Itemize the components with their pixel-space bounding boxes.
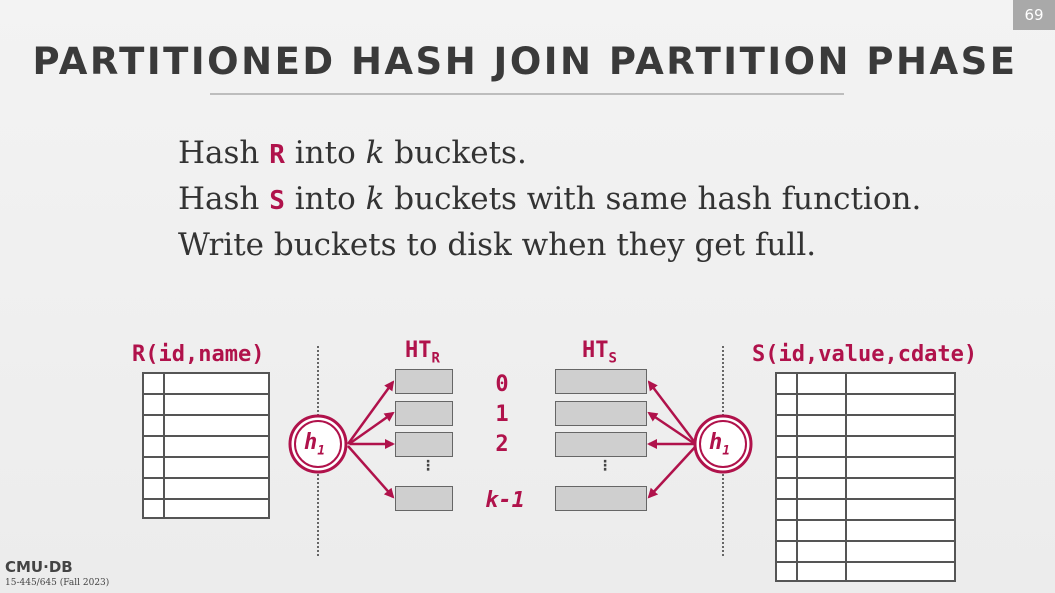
ht-r-bucket-0 <box>395 369 453 394</box>
bucket-index-0: 0 <box>495 372 509 397</box>
table-row <box>777 542 954 563</box>
arrow-r-1 <box>348 411 395 446</box>
k-variable: k <box>365 135 385 171</box>
bullet-hash-s: Hash S into k buckets with same hash fun… <box>178 179 921 225</box>
arrow-r-k-1 <box>347 445 395 499</box>
ht-s-label: HTS <box>582 338 617 366</box>
ht-s-bucket-k-1 <box>555 486 647 511</box>
hash-label-s: h1 <box>709 430 730 458</box>
bucket-index-2: 2 <box>495 432 509 457</box>
bullet-text: into <box>284 135 366 171</box>
table-row <box>144 374 268 395</box>
bullet-text: buckets. <box>384 135 527 171</box>
ht-s-subscript: S <box>608 350 617 367</box>
arrow-r-0 <box>346 380 395 445</box>
s-table <box>775 372 956 582</box>
ht-r-bucket-k-1 <box>395 486 453 511</box>
bucket-index-k-1: k-1 <box>485 488 525 513</box>
arrow-s-k-1 <box>647 445 697 499</box>
slide-title: PARTITIONED HASH JOIN PARTITION PHASE <box>32 40 1018 83</box>
ht-r-label: HTR <box>405 338 440 366</box>
relation-r: R <box>269 140 285 170</box>
s-table-column-divider <box>796 374 798 580</box>
table-row <box>777 521 954 542</box>
table-row <box>777 479 954 500</box>
ht-s-bucket-2 <box>555 432 647 457</box>
r-table <box>142 372 270 519</box>
arrow-s-0 <box>647 380 697 445</box>
s-table-column-divider <box>845 374 847 580</box>
ht-r-bucket-1 <box>395 401 453 426</box>
r-relation-label: R(id,name) <box>132 342 265 367</box>
bullet-hash-r: Hash R into k buckets. <box>178 133 921 179</box>
table-row <box>144 395 268 416</box>
table-row <box>777 458 954 479</box>
bullet-write-buckets: Write buckets to disk when they get full… <box>178 227 817 263</box>
ht-s-bucket-1 <box>555 401 647 426</box>
table-row <box>144 437 268 458</box>
bucket-index-1: 1 <box>495 402 509 427</box>
table-row <box>777 395 954 416</box>
bullet-text: buckets with same hash function. <box>384 181 922 217</box>
slide-number: 69 <box>1013 0 1055 30</box>
ht-r-subscript: R <box>431 350 440 367</box>
hash-function-s <box>693 414 753 474</box>
ht-s-bucket-0 <box>555 369 647 394</box>
table-row <box>777 416 954 437</box>
hash-subscript: 1 <box>722 443 731 459</box>
table-row <box>777 374 954 395</box>
ht-text: HT <box>582 338 609 363</box>
table-row <box>144 416 268 437</box>
relation-s: S <box>269 186 285 216</box>
k-variable: k <box>365 181 385 217</box>
bullet-text: Hash <box>178 135 270 171</box>
r-table-column-divider <box>163 374 165 517</box>
hash-subscript: 1 <box>317 443 326 459</box>
course-label: 15-445/645 (Fall 2023) <box>5 578 110 588</box>
cmu-db-logo: CMU·DB <box>5 558 73 576</box>
table-row <box>777 500 954 521</box>
ht-r-bucket-2 <box>395 432 453 457</box>
s-relation-label: S(id,value,cdate) <box>752 342 978 367</box>
arrow-s-1 <box>647 411 696 446</box>
hash-label-r: h1 <box>304 430 325 458</box>
bullet-list: Hash R into k buckets. Hash S into k buc… <box>178 133 921 271</box>
ht-text: HT <box>405 338 432 363</box>
hash-function-r <box>288 414 348 474</box>
table-row <box>144 458 268 479</box>
hash-text: h <box>304 430 318 455</box>
table-row <box>777 437 954 458</box>
table-row <box>144 479 268 500</box>
bullet-text: into <box>284 181 366 217</box>
title-underline <box>210 93 844 95</box>
hash-text: h <box>709 430 723 455</box>
bullet-text: Hash <box>178 181 270 217</box>
